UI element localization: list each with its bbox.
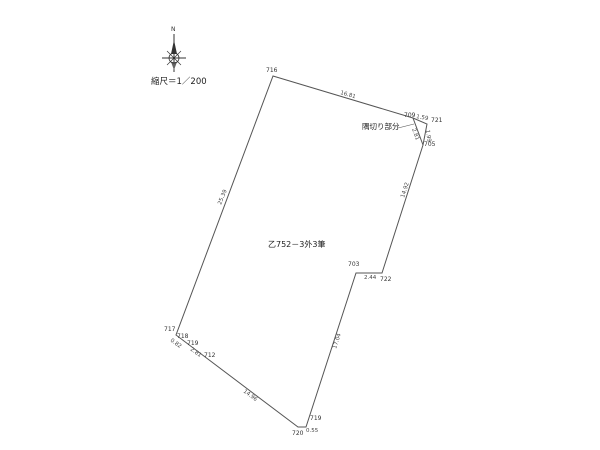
point-722: 722	[380, 276, 392, 283]
scale-label: 縮尺＝1／200	[151, 76, 207, 87]
parcel-label: 乙752－3外3筆	[268, 239, 325, 249]
point-718: 718	[177, 333, 189, 340]
point-719-left: 719	[187, 340, 199, 347]
dimension-703-722: 2.44	[364, 275, 377, 281]
parcel-boundary	[175, 75, 428, 428]
corner-cut-label: 隅切り部分	[362, 121, 400, 131]
north-arrow-icon	[162, 34, 186, 72]
dimension-709-705: 2.81	[410, 128, 420, 142]
corner-cut-line	[412, 117, 424, 146]
point-705: 705	[424, 141, 436, 148]
point-709: 709	[404, 112, 416, 119]
point-716: 716	[266, 67, 278, 74]
point-720: 720	[292, 430, 304, 437]
point-712: 712	[204, 352, 216, 359]
dimension-703-719: 17.04	[332, 332, 343, 349]
dimension-718-712: 2.81	[189, 347, 202, 359]
north-label: N	[171, 26, 176, 33]
point-719-bottom: 719	[310, 415, 322, 422]
point-703: 703	[348, 261, 360, 268]
dimension-709-721: 1.59	[416, 114, 430, 122]
dimension-705-722: 14.92	[400, 182, 411, 199]
point-721: 721	[431, 117, 443, 124]
dimension-721-705: 1.99	[424, 129, 432, 142]
point-717: 717	[164, 326, 176, 333]
corner-cut-leader	[397, 123, 415, 129]
dimension-719-720: 0.55	[306, 428, 319, 434]
dimension-716-717: 25.39	[217, 188, 229, 205]
dimension-716-709: 16.81	[339, 90, 356, 100]
